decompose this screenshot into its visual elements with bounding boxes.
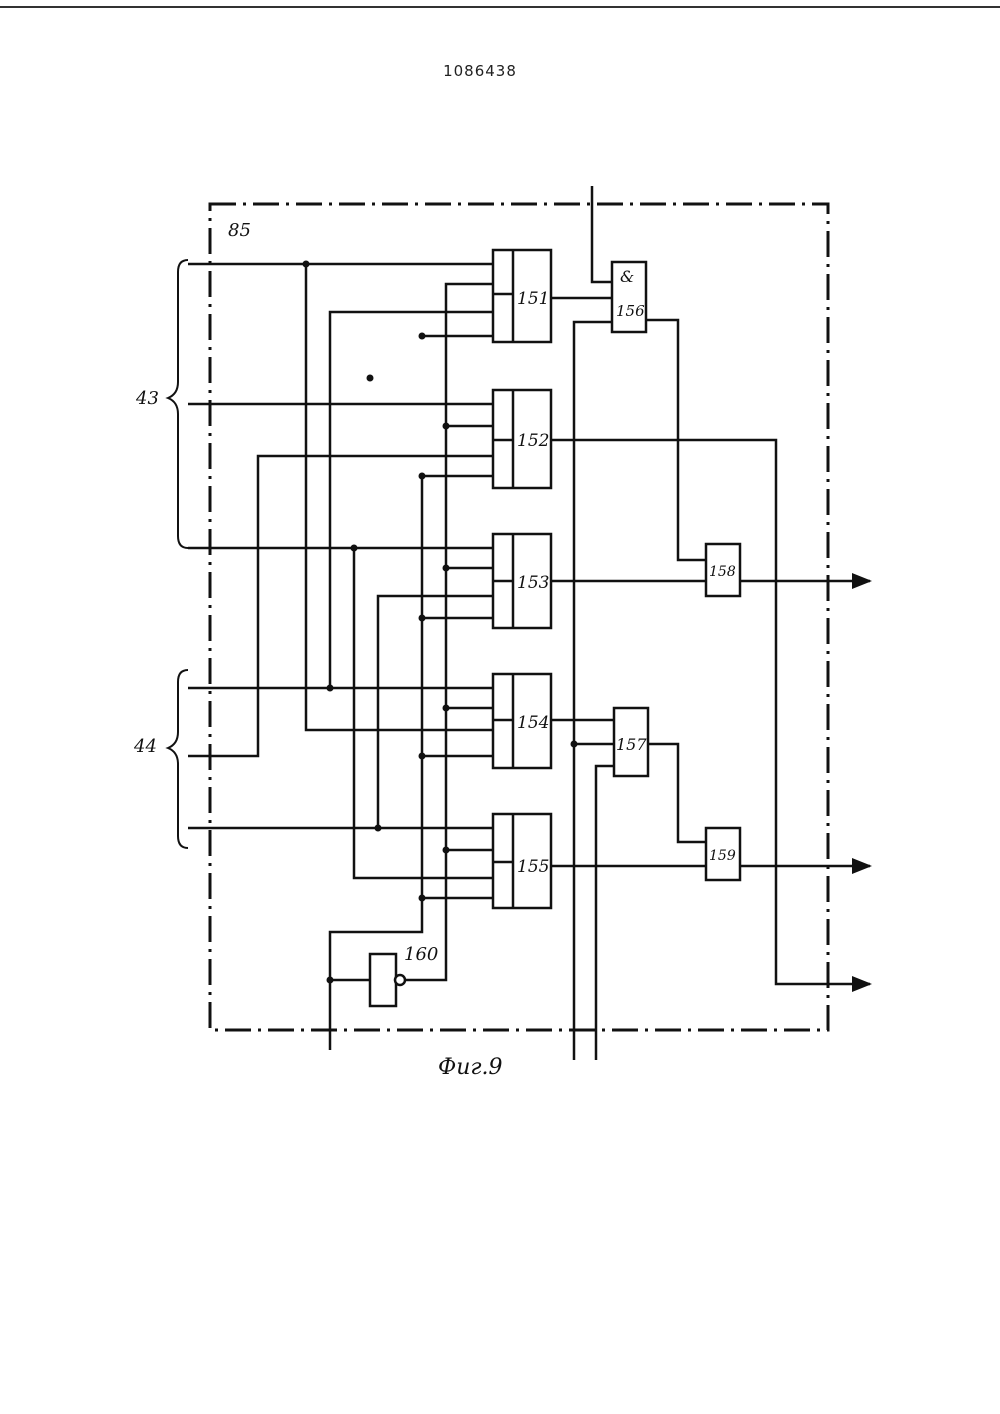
block-159-label: 159 [709, 848, 736, 864]
figure-caption: Фиг.9 [438, 1055, 503, 1080]
block-151-label: 151 [517, 289, 549, 309]
block-153-label: 153 [517, 573, 549, 593]
brace-43 [168, 260, 188, 548]
block-158-label: 158 [709, 564, 736, 580]
gate-156-symbol: & [620, 267, 634, 286]
brace-44 [168, 670, 188, 848]
enclosure-label: 85 [228, 220, 251, 241]
bus-label-43: 43 [135, 388, 159, 409]
gate-156-label: 156 [616, 302, 645, 320]
inverter-160-bubble [395, 975, 405, 985]
block-152-label: 152 [517, 431, 549, 451]
gate-157-label: 157 [616, 735, 647, 754]
block-155-label: 155 [517, 857, 549, 877]
block-154-label: 154 [517, 713, 549, 733]
wiring [188, 186, 870, 1060]
inverter-160 [370, 954, 396, 1006]
bus-label-44: 44 [133, 736, 157, 757]
enclosure-frame [210, 204, 828, 1030]
inverter-160-label: 160 [404, 944, 438, 965]
